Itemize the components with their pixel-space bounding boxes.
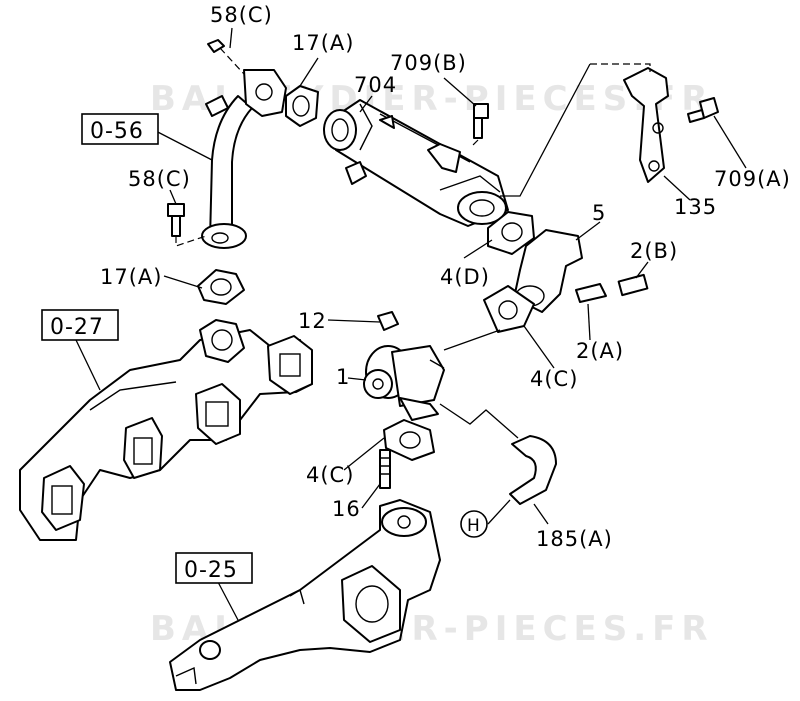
bolt-709b xyxy=(471,103,489,147)
gasket-4c-low xyxy=(383,419,435,461)
egr-cooler xyxy=(323,99,509,227)
ref-box-025: 0-25 xyxy=(175,552,253,584)
callout-185a: 185(A) xyxy=(536,527,613,551)
callout-5: 5 xyxy=(592,201,606,225)
callout-709a: 709(A) xyxy=(714,167,791,191)
callout-12: 12 xyxy=(298,309,327,333)
callout-709b: 709(B) xyxy=(390,51,467,75)
bolt-2b xyxy=(617,273,649,297)
callout-17a-top: 17(A) xyxy=(292,31,354,55)
egr-pipe xyxy=(201,69,287,249)
callout-labels: 58(C) 17(A) 709(B) 704 58(C) 709(A) 135 … xyxy=(100,3,791,551)
ref-label-025: 0-25 xyxy=(184,558,238,583)
callout-2a: 2(A) xyxy=(576,339,624,363)
bolt-58c-mid xyxy=(167,203,207,247)
exhaust-manifold xyxy=(19,319,313,541)
callout-4c-right: 4(C) xyxy=(530,367,578,391)
hose-185a xyxy=(439,403,557,505)
ref-box-056: 0-56 xyxy=(81,113,159,145)
ref-label-056: 0-56 xyxy=(90,119,144,144)
callout-135: 135 xyxy=(674,195,717,219)
gasket-17a-top xyxy=(285,85,319,127)
gasket-4c-right xyxy=(483,285,535,333)
nut-12 xyxy=(377,311,399,331)
callout-58c-top: 58(C) xyxy=(210,3,273,27)
connector-h-label: H xyxy=(467,516,481,536)
leader-lines xyxy=(75,27,747,621)
gasket-17a-mid xyxy=(197,269,245,305)
bolt-58c-top xyxy=(207,39,245,75)
connector-h-marker: H xyxy=(460,510,488,538)
callout-58c-mid: 58(C) xyxy=(128,167,191,191)
callout-1: 1 xyxy=(336,365,350,389)
egr-valve xyxy=(363,345,445,421)
bolt-2a xyxy=(575,283,607,303)
ref-box-027: 0-27 xyxy=(41,309,119,341)
callout-17a-mid: 17(A) xyxy=(100,265,162,289)
bracket-135 xyxy=(500,63,669,197)
intake-manifold xyxy=(169,499,441,691)
bolt-709a xyxy=(687,97,719,123)
ref-label-027: 0-27 xyxy=(50,315,104,340)
callout-2b: 2(B) xyxy=(630,239,678,263)
callout-4c-low: 4(C) xyxy=(306,463,354,487)
callout-4d: 4(D) xyxy=(440,265,490,289)
callout-704: 704 xyxy=(354,73,397,97)
callout-16: 16 xyxy=(332,497,361,521)
stud-16 xyxy=(379,449,391,489)
gasket-4d xyxy=(487,211,535,255)
